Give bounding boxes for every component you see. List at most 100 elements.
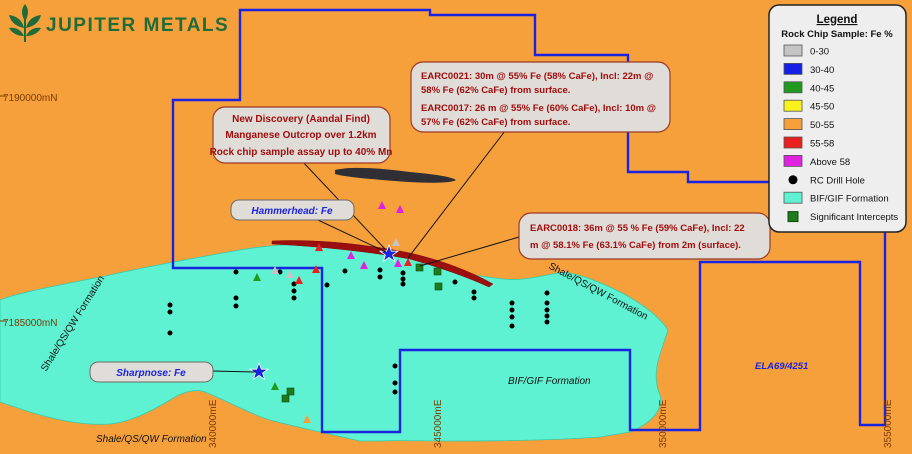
legend-box <box>768 4 907 233</box>
drill-hole <box>471 289 477 295</box>
drill-hole <box>291 281 297 287</box>
legend-item-label: BIF/GIF Formation <box>810 194 889 205</box>
drill-hole <box>400 270 406 276</box>
sample-above-58 <box>396 205 404 213</box>
manganese-outcrop <box>335 167 456 183</box>
drill-hole <box>544 307 550 313</box>
legend-square-icon <box>787 211 799 223</box>
sample-0-30 <box>392 238 400 246</box>
easting-label-350000: 350000mE <box>658 399 669 448</box>
drill-hole <box>509 323 515 329</box>
legend-item: Above 58 <box>783 154 850 168</box>
legend-swatch <box>783 154 803 167</box>
northing-label-7190000: 7190000mN <box>3 93 57 104</box>
legend-item-label: 0-30 <box>810 47 829 58</box>
drill-hole <box>544 290 550 296</box>
legend-item-label: Significant Intercepts <box>810 212 898 223</box>
legend-item-label: 50-55 <box>810 120 834 131</box>
legend-item: 40-45 <box>783 81 834 94</box>
drill-hole <box>471 295 477 301</box>
discovery-line-3: Rock chip sample assay up to 40% Mn <box>210 147 393 158</box>
sample-above-58 <box>394 259 402 267</box>
drill-hole <box>392 389 398 395</box>
drill-hole <box>342 268 348 274</box>
drill-hole <box>392 380 398 386</box>
legend-swatch <box>783 99 803 112</box>
drill-hole <box>544 319 550 325</box>
earc0017-line-1: EARC0017: 26 m @ 55% Fe (60% CaFe), Incl… <box>421 103 656 114</box>
legend-swatch <box>783 118 803 130</box>
sample-above-58 <box>360 261 368 269</box>
legend-item-label: RC Drill Hole <box>810 175 865 186</box>
drill-hole <box>377 267 383 273</box>
rc-drill-holes <box>167 267 550 395</box>
earc0017-line-2: 57% Fe (62% CaFe) from surface. <box>421 117 570 128</box>
drill-results-callout: EARC0021: 30m @ 55% Fe (58% CaFe), Incl:… <box>410 61 671 133</box>
legend-item-label: 45-50 <box>810 102 834 113</box>
hammerhead-label: Hammerhead: Fe <box>251 206 333 217</box>
sample-above-58 <box>347 251 355 259</box>
discovery-line-2: Manganese Outcrop over 1.2km <box>225 130 376 141</box>
tenement-id-label: ELA69/4251 <box>755 361 808 372</box>
sample-55-58 <box>312 265 320 273</box>
shale-formation-label-bottom: Shale/QS/QW Formation <box>96 434 207 445</box>
tenement-boundary <box>171 8 887 434</box>
earc0018-line-2: m @ 58.1% Fe (63.1% CaFe) from 2m (surfa… <box>530 240 741 251</box>
legend-item: 55-58 <box>783 136 834 150</box>
legend-item: RC Drill Hole <box>788 175 865 186</box>
bif-formation-area <box>0 243 669 442</box>
drill-hole <box>167 309 173 315</box>
drill-hole <box>392 363 398 369</box>
sample-55-58 <box>295 276 303 284</box>
legend-subtitle: Rock Chip Sample: Fe % <box>781 29 893 40</box>
sample-0-30 <box>271 266 279 274</box>
drill-hole <box>400 276 406 282</box>
easting-label-355000: 355000mE <box>883 399 894 448</box>
sharpnose-label: Sharpnose: Fe <box>116 368 186 379</box>
sample-above-58 <box>378 201 386 209</box>
legend-item: 45-50 <box>783 99 834 113</box>
sample-50-55 <box>303 415 311 423</box>
legend-dot-icon <box>788 175 798 185</box>
drill-hole <box>544 313 550 319</box>
drill-hole <box>509 300 515 306</box>
leaf-logo-icon <box>9 4 41 42</box>
earc0021-line-1: EARC0021: 30m @ 55% Fe (58% CaFe), Incl:… <box>421 71 653 82</box>
legend-title: Legend <box>817 14 858 26</box>
drill-hole <box>509 314 515 320</box>
drill-hole <box>324 282 330 288</box>
intercept-square <box>415 263 424 272</box>
drill-hole <box>233 295 239 301</box>
significant-intercepts <box>281 263 443 403</box>
northing-label-7185000: 7185000mN <box>3 318 57 329</box>
intercept-square <box>281 394 290 403</box>
legend-swatch <box>783 81 803 94</box>
drill-hole <box>167 302 173 308</box>
hammerhead-callout: Hammerhead: Fe <box>230 199 355 221</box>
sample-40-45 <box>253 273 261 281</box>
legend-item-label: 40-45 <box>810 83 834 94</box>
legend-item-label: Above 58 <box>810 157 850 168</box>
sharpnose-callout: Sharpnose: Fe <box>89 361 214 383</box>
easting-label-345000: 345000mE <box>433 399 444 448</box>
drill-hole <box>291 288 297 294</box>
discovery-line-1: New Discovery (Aandal Find) <box>232 114 370 125</box>
drill-hole <box>233 269 239 275</box>
easting-label-340000: 340000mE <box>208 399 219 448</box>
earc0018-line-1: EARC0018: 36m @ 55 % Fe (59% CaFe), Incl… <box>530 223 745 234</box>
drill-hole <box>509 307 515 313</box>
drill-hole <box>233 303 239 309</box>
sample-40-45 <box>271 382 279 390</box>
legend-swatch <box>783 136 803 149</box>
sample-55-58 <box>404 258 412 266</box>
legend-swatch <box>783 63 803 75</box>
legend-item: 50-55 <box>783 118 834 131</box>
hammerhead-star-icon <box>378 243 400 263</box>
legend-item-label: 55-58 <box>810 139 834 150</box>
drill-hole <box>377 274 383 280</box>
brand-logo: JUPITER METALS <box>9 4 228 42</box>
drill-hole <box>277 269 283 275</box>
drill-hole <box>400 281 406 287</box>
intercept-square <box>286 387 295 396</box>
legend-item: 0-30 <box>783 44 829 58</box>
